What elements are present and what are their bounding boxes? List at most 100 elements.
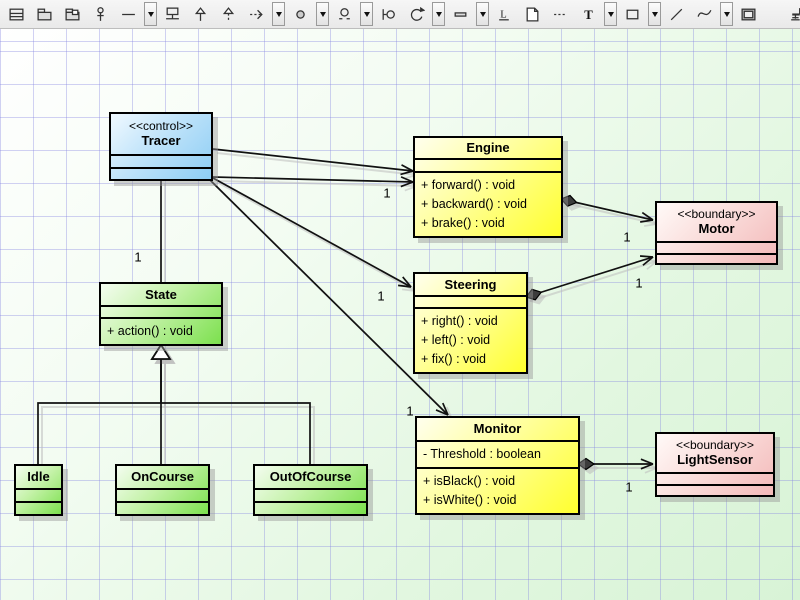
- line-tool-button[interactable]: [663, 2, 689, 26]
- text-icon: T: [584, 7, 593, 21]
- curve-tool-button[interactable]: [691, 2, 717, 26]
- stereotype-label: <<control>>: [128, 119, 194, 133]
- association-class-tool-button[interactable]: [159, 2, 185, 26]
- rotate-tool-button[interactable]: [403, 2, 429, 26]
- diagram-canvas[interactable]: <<control>>Tracer Engine+ forward() : voi…: [0, 29, 800, 600]
- text-tool-button[interactable]: T: [575, 2, 601, 26]
- operations-compartment: + right() : void+ left() : void+ fix() :…: [415, 307, 526, 372]
- class-header: Monitor: [417, 418, 578, 440]
- curve-dropdown-button[interactable]: [720, 2, 733, 26]
- class-header: State: [101, 284, 221, 305]
- label-tool-button[interactable]: L: [491, 2, 517, 26]
- class-header: <<boundary>>LightSensor: [657, 434, 773, 472]
- connector-tracer-monitor[interactable]: [208, 178, 453, 420]
- association-dropdown-button[interactable]: [144, 2, 157, 26]
- instance-tool-button[interactable]: [287, 2, 313, 26]
- class-lightsensor[interactable]: <<boundary>>LightSensor: [655, 432, 775, 497]
- connector-outofcourse-state[interactable]: [150, 343, 315, 468]
- class-name: LightSensor: [677, 452, 753, 467]
- attributes-compartment: [415, 295, 526, 307]
- class-state[interactable]: State + action() : void: [99, 282, 223, 346]
- operations-compartment: [657, 253, 776, 263]
- multiplicity-label[interactable]: 1: [377, 288, 385, 304]
- association-tool-button[interactable]: [115, 2, 141, 26]
- note-anchor-tool-button[interactable]: [547, 2, 573, 26]
- connector-tracer-engine-b[interactable]: [212, 176, 418, 192]
- operation: + fix() : void: [421, 352, 486, 366]
- class-tracer[interactable]: <<control>>Tracer: [109, 112, 213, 181]
- class-monitor[interactable]: Monitor- Threshold : boolean+ isBlack() …: [415, 416, 580, 515]
- chevron-down-icon: [363, 11, 370, 17]
- multiplicity-label[interactable]: 1: [406, 403, 414, 419]
- image-tool-button[interactable]: [735, 2, 761, 26]
- association-class-icon: [165, 6, 179, 19]
- connector-steering-motor[interactable]: [524, 255, 658, 305]
- attributes-compartment: [16, 488, 61, 501]
- multiplicity-label[interactable]: 1: [134, 249, 142, 265]
- class-header: Steering: [415, 274, 526, 295]
- association-icon: [121, 13, 135, 15]
- label-icon: L: [498, 9, 509, 20]
- class-engine[interactable]: Engine+ forward() : void+ backward() : v…: [413, 136, 563, 238]
- generalization-tool-button[interactable]: [187, 2, 213, 26]
- operations-compartment: + action() : void: [101, 317, 221, 344]
- rect-dropdown-button[interactable]: [648, 2, 661, 26]
- qualifier-tool-button[interactable]: [447, 2, 473, 26]
- connector-tracer-engine-a[interactable]: [212, 148, 418, 180]
- class-outofcourse[interactable]: OutOfCourse: [253, 464, 368, 516]
- curve-icon: [697, 9, 711, 17]
- class-name: OnCourse: [131, 469, 194, 484]
- rotate-icon: [410, 6, 425, 21]
- interface-tool-button[interactable]: [331, 2, 357, 26]
- instance-dropdown-button[interactable]: [316, 2, 329, 26]
- class-name: State: [145, 286, 177, 302]
- chair-icon: [790, 7, 800, 20]
- usage-tool-button[interactable]: [375, 2, 401, 26]
- connector-idle-state[interactable]: [37, 343, 176, 468]
- chevron-down-icon: [651, 11, 658, 17]
- attributes-compartment: [101, 305, 221, 317]
- multiplicity-label[interactable]: 1: [623, 229, 631, 245]
- pin-tool-button[interactable]: [87, 2, 113, 26]
- pin-icon: [96, 6, 104, 21]
- dependency-icon: [249, 9, 263, 19]
- class-tool-button[interactable]: [3, 2, 29, 26]
- class-idle[interactable]: Idle: [14, 464, 63, 516]
- dependency-dropdown-button[interactable]: [272, 2, 285, 26]
- multiplicity-label[interactable]: 1: [625, 479, 633, 495]
- connector-engine-motor[interactable]: [559, 194, 658, 227]
- dependency-tool-button[interactable]: [243, 2, 269, 26]
- chevron-down-icon: [479, 11, 486, 17]
- operations-compartment: [117, 501, 208, 514]
- connector-tracer-steering[interactable]: [212, 177, 416, 292]
- text-dropdown-button[interactable]: [604, 2, 617, 26]
- multiplicity-label[interactable]: 1: [383, 185, 391, 201]
- interface-dropdown-button[interactable]: [360, 2, 373, 26]
- class-steering[interactable]: Steering + right() : void+ left() : void+…: [413, 272, 528, 374]
- rotate-dropdown-button[interactable]: [432, 2, 445, 26]
- package-tool-button[interactable]: [31, 2, 57, 26]
- attributes-compartment: [117, 488, 208, 501]
- multiplicity-label[interactable]: 1: [635, 275, 643, 291]
- line-icon: [670, 8, 682, 20]
- class-icon: [8, 8, 24, 20]
- connector-layer: [37, 148, 658, 475]
- connector-tracer-state[interactable]: [160, 179, 166, 286]
- class-motor[interactable]: <<boundary>>Motor: [655, 201, 778, 265]
- class-name: Steering: [444, 276, 497, 292]
- chevron-down-icon: [607, 11, 614, 17]
- subsystem-icon: [64, 8, 80, 20]
- rect-icon: [626, 9, 638, 19]
- note-tool-button[interactable]: [519, 2, 545, 26]
- rect-tool-button[interactable]: [619, 2, 645, 26]
- qualifier-dropdown-button[interactable]: [476, 2, 489, 26]
- realization-tool-button[interactable]: [215, 2, 241, 26]
- connector-monitor-lightsensor[interactable]: [576, 457, 658, 475]
- operations-compartment: [16, 501, 61, 514]
- subsystem-tool-button[interactable]: [59, 2, 85, 26]
- chair-tool-button[interactable]: [783, 2, 800, 26]
- class-oncourse[interactable]: OnCourse: [115, 464, 210, 516]
- operations-compartment: [111, 167, 211, 179]
- operation: + backward() : void: [421, 197, 527, 211]
